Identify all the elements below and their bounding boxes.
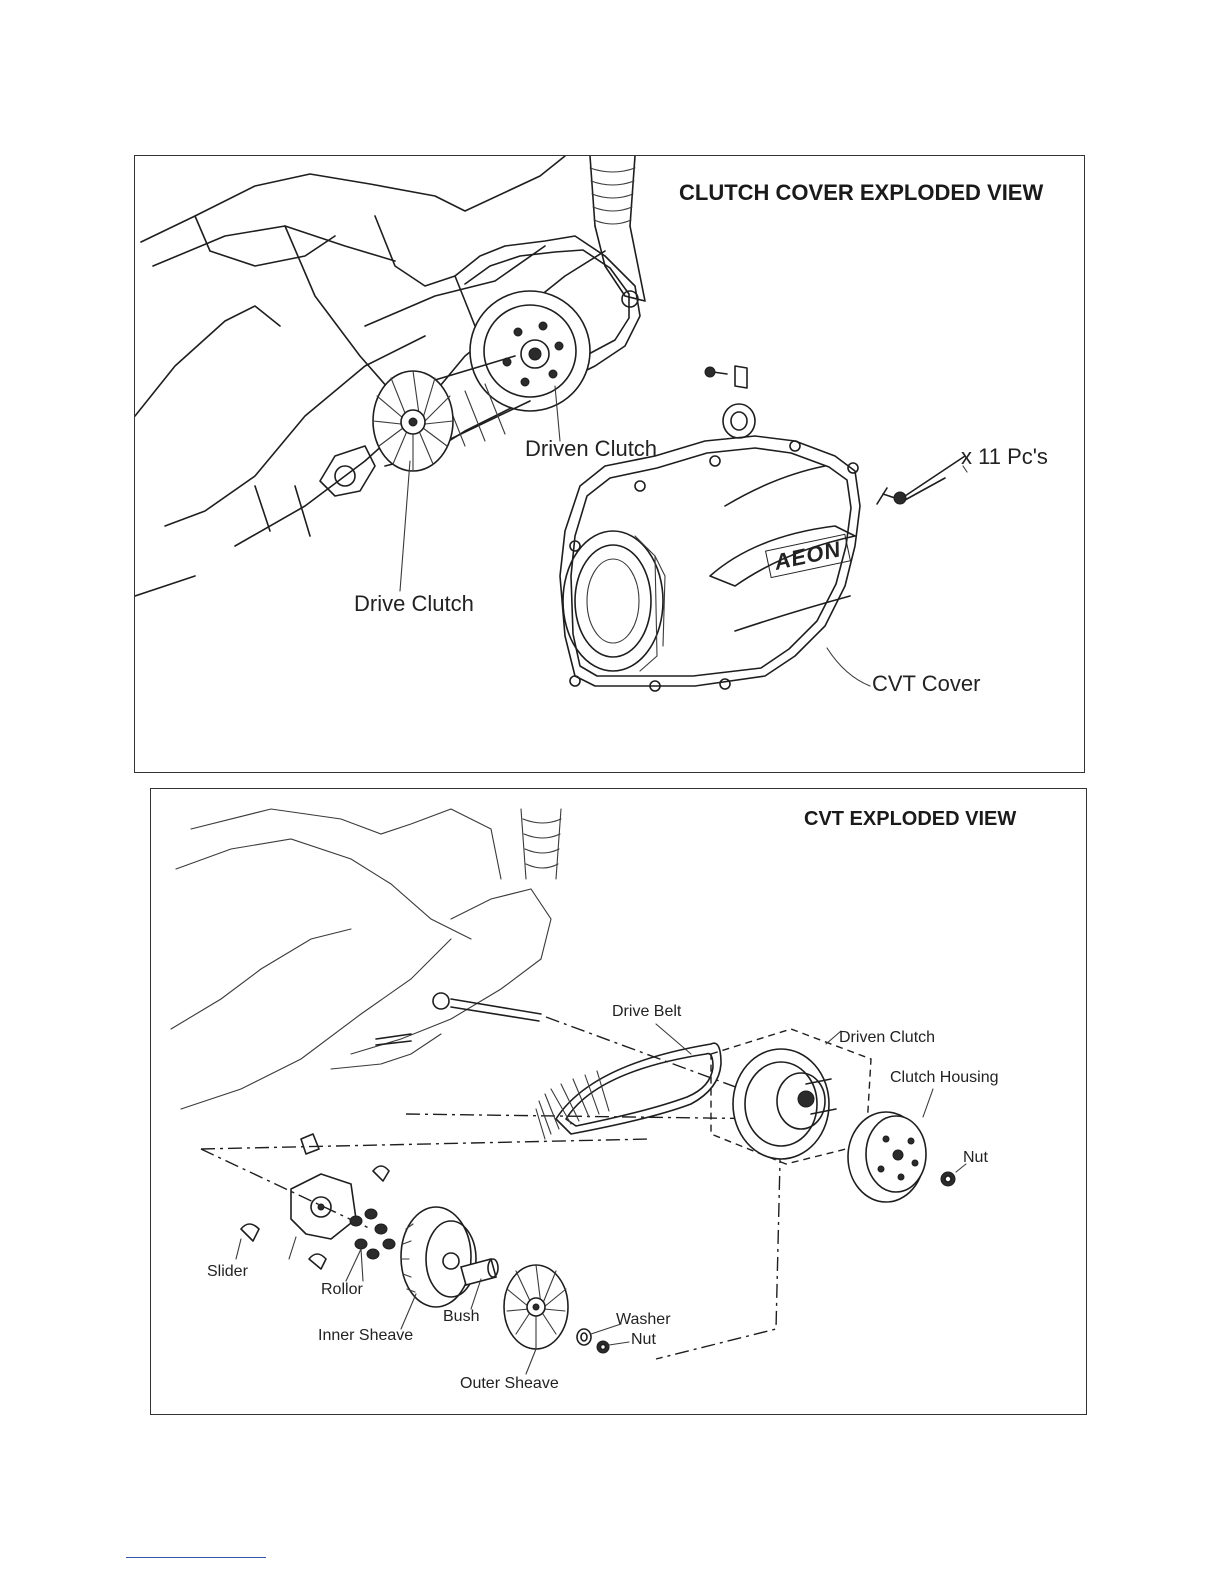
label-drive-clutch: Drive Clutch — [354, 591, 474, 617]
label-nut-top: Nut — [963, 1149, 988, 1167]
clutch-cover-title: CLUTCH COVER EXPLODED VIEW — [679, 180, 1043, 206]
cvt-exploded-view-panel: CVT EXPLODED VIEW Drive Belt Driven Clut… — [150, 788, 1087, 1415]
label-bolt-count: x 11 Pc's — [961, 444, 1048, 470]
label-clutch-housing: Clutch Housing — [890, 1069, 999, 1087]
label-cvt-cover: CVT Cover — [872, 671, 980, 697]
label-slider: Slider — [207, 1263, 248, 1281]
label-driven-clutch: Driven Clutch — [525, 436, 657, 462]
label-washer: Washer — [616, 1311, 671, 1329]
label-driven-clutch: Driven Clutch — [839, 1029, 935, 1047]
clutch-cover-exploded-view-panel: CLUTCH COVER EXPLODED VIEW Driven Clutch… — [134, 155, 1085, 773]
label-bush: Bush — [443, 1308, 479, 1326]
label-outer-sheave: Outer Sheave — [460, 1375, 559, 1393]
footnote-separator — [126, 1557, 266, 1558]
cvt-title: CVT EXPLODED VIEW — [804, 808, 1016, 831]
label-rollor: Rollor — [321, 1281, 363, 1299]
label-drive-belt: Drive Belt — [612, 1003, 681, 1021]
label-nut-bottom: Nut — [631, 1331, 656, 1349]
label-inner-sheave: Inner Sheave — [318, 1327, 413, 1345]
